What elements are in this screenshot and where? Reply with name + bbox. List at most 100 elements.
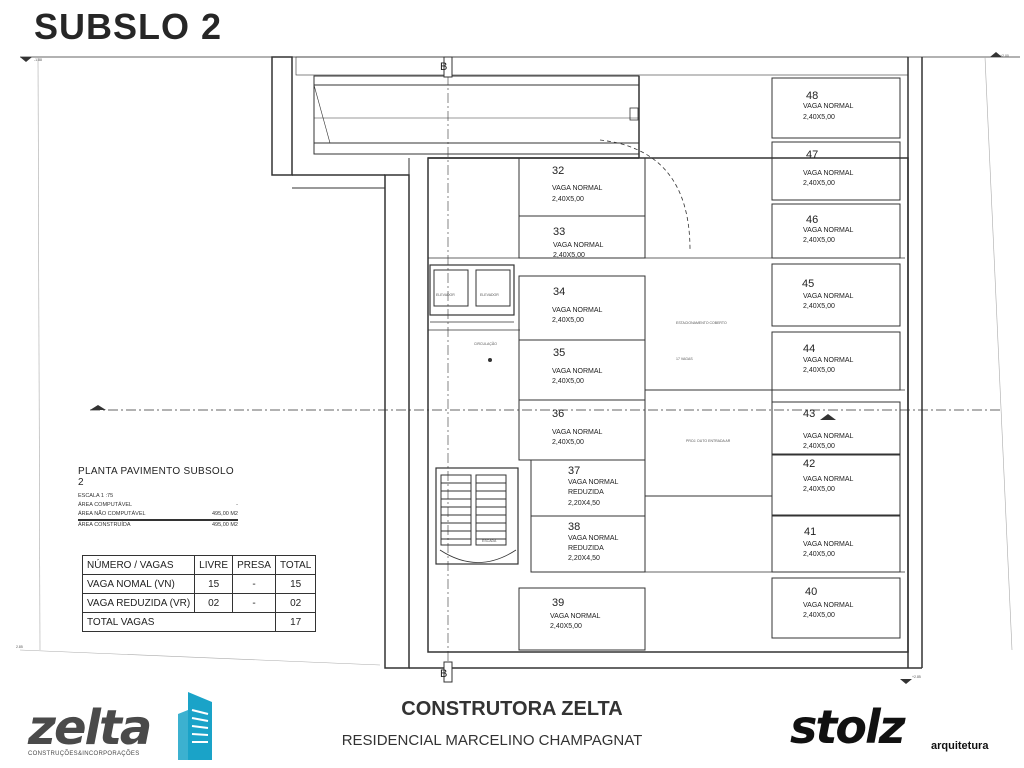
table-row: TOTAL VAGAS 17	[82, 612, 317, 632]
table-header-cell: TOTAL	[274, 555, 317, 575]
spot-40-type: VAGA NORMAL	[803, 602, 854, 609]
spot-47-type: VAGA NORMAL	[803, 170, 854, 177]
table-cell: 17	[274, 612, 317, 632]
plan-scale-row: ESCALA 1 :75	[78, 492, 238, 501]
spot-47-number: 47	[806, 149, 818, 161]
level-right: +2.00	[1000, 54, 1009, 58]
area-built-label: ÁREA CONSTRUÍDA	[78, 522, 131, 528]
spot-38-type: VAGA NORMAL	[568, 535, 619, 542]
spot-40-number: 40	[805, 586, 817, 598]
section-mark-top: B	[440, 61, 447, 73]
area-built-row: ÁREA CONSTRUÍDA 495,00 M2	[78, 520, 238, 530]
spot-32-type: VAGA NORMAL	[552, 185, 603, 192]
plan-title: PLANTA PAVIMENTO SUBSOLO 2	[78, 466, 234, 488]
section-mark-bottom: B	[440, 668, 447, 680]
table-cell: 02	[274, 593, 317, 613]
table-cell: -	[232, 593, 276, 613]
parking-note: ESTACIONAMENTO COBERTO	[676, 321, 727, 325]
spot-48-type: VAGA NORMAL	[803, 103, 854, 110]
plan-scale: ESCALA 1 :75	[78, 493, 114, 499]
level-bottom-right: +2.85	[912, 675, 921, 679]
spot-39-size: 2,40X5,00	[550, 623, 582, 630]
area-noncomputable-value: 495,00 M2	[212, 511, 238, 517]
table-row: VAGA REDUZIDA (VR) 02 - 02	[81, 593, 317, 613]
spot-33-number: 33	[553, 226, 565, 238]
circulation-label: CIRCULAÇÃO	[474, 341, 497, 346]
spot-44-type: VAGA NORMAL	[803, 357, 854, 364]
spot-42-type: VAGA NORMAL	[803, 476, 854, 483]
area-noncomputable-row: ÁREA NÃO COMPUTÁVEL 495,00 M2	[78, 510, 238, 520]
spot-37-type2: REDUZIDA	[568, 489, 604, 496]
spot-44-number: 44	[803, 343, 815, 355]
spot-34-size: 2,40X5,00	[552, 317, 584, 324]
spot-35-number: 35	[553, 347, 565, 359]
spot-43-type: VAGA NORMAL	[803, 433, 854, 440]
spot-45-number: 45	[802, 278, 814, 290]
company-name: CONSTRUTORA ZELTA	[401, 698, 623, 720]
spot-47-size: 2,40X5,00	[803, 180, 835, 187]
stolz-logo-subtitle: arquitetura	[931, 740, 989, 752]
elevator-label-2: ELEVADOR	[480, 293, 499, 297]
spot-43-size: 2,40X5,00	[803, 443, 835, 450]
spot-33-size: 2,40X5,00	[553, 252, 585, 259]
duct-label: PROJ. DUTO ENTRADA AR	[686, 439, 731, 443]
page-title: SUBSLO 2	[34, 6, 223, 47]
project-name: RESIDENCIAL MARCELINO CHAMPAGNAT	[341, 732, 643, 749]
spot-45-type: VAGA NORMAL	[803, 293, 854, 300]
spot-39-type: VAGA NORMAL	[550, 613, 601, 620]
spot-36-number: 36	[552, 408, 564, 420]
spot-35-size: 2,40X5,00	[552, 378, 584, 385]
table-row: VAGA NOMAL (VN) 15 - 15	[81, 574, 317, 594]
stairs-label: ESCADA	[482, 539, 497, 543]
floor-plan: B B -1.88 +2.00 2.85 +2.85 ELEVADOR ELEV…	[16, 52, 1020, 684]
spot-42-number: 42	[803, 458, 815, 470]
spot-41-number: 41	[804, 526, 816, 538]
spot-32-size: 2,40X5,00	[552, 196, 584, 203]
table-header-cell: LIVRE	[194, 555, 234, 575]
spot-42-size: 2,40X5,00	[803, 486, 835, 493]
spot-34-number: 34	[553, 286, 565, 298]
table-header-cell: NÚMERO / VAGAS	[81, 555, 196, 575]
zelta-logo-tagline: CONSTRUÇÕES&INCORPORAÇÕES	[28, 751, 140, 757]
table-cell: VAGA REDUZIDA (VR)	[81, 593, 196, 613]
zelta-logo-word: zelta	[28, 700, 152, 756]
table-cell: -	[232, 574, 276, 594]
spot-41-type: VAGA NORMAL	[803, 541, 854, 548]
table-cell: TOTAL VAGAS	[82, 612, 276, 632]
spot-33-type: VAGA NORMAL	[553, 242, 604, 249]
plan-info-block: PLANTA PAVIMENTO SUBSOLO 2 ESCALA 1 :75 …	[78, 466, 238, 530]
spot-39-number: 39	[552, 597, 564, 609]
spot-38-type2: REDUZIDA	[568, 545, 604, 552]
stolz-logo: stolz	[790, 700, 906, 754]
area-noncomputable-label: ÁREA NÃO COMPUTÁVEL	[78, 511, 146, 517]
spot-32-number: 32	[552, 165, 564, 177]
area-computable-value: -	[236, 502, 238, 508]
spot-48-number: 48	[806, 90, 818, 102]
table-header-row: NÚMERO / VAGAS LIVRE PRESA TOTAL	[81, 555, 317, 575]
table-cell: VAGA NOMAL (VN)	[81, 574, 196, 594]
spot-40-size: 2,40X5,00	[803, 612, 835, 619]
spot-41-size: 2,40X5,00	[803, 551, 835, 558]
spot-46-number: 46	[806, 214, 818, 226]
spot-36-size: 2,40X5,00	[552, 439, 584, 446]
table-cell: 15	[194, 574, 234, 594]
spot-43-number: 43	[803, 408, 815, 420]
spot-46-type: VAGA NORMAL	[803, 227, 854, 234]
footer: zelta CONSTRUÇÕES&INCORPORAÇÕES CONSTRUT…	[0, 686, 1024, 768]
spot-46-size: 2,40X5,00	[803, 237, 835, 244]
spot-37-size: 2,20X4,50	[568, 500, 600, 507]
spot-34-type: VAGA NORMAL	[552, 307, 603, 314]
area-computable-label: ÁREA COMPUTÁVEL	[78, 502, 133, 508]
spot-36-type: VAGA NORMAL	[552, 429, 603, 436]
spot-45-size: 2,40X5,00	[803, 303, 835, 310]
spot-37-number: 37	[568, 465, 580, 477]
vagas-note: 17 VAGAS	[676, 357, 693, 361]
table-cell: 15	[274, 574, 317, 594]
level-bottom-left: 2.85	[16, 645, 23, 649]
zelta-logo: zelta CONSTRUÇÕES&INCORPORAÇÕES	[28, 686, 218, 760]
level-left: -1.88	[34, 58, 42, 62]
table-header-cell: PRESA	[232, 555, 276, 575]
area-built-value: 495,00 M2	[212, 522, 238, 528]
elevator-label-1: ELEVADOR	[436, 293, 455, 297]
building-icon	[178, 692, 212, 760]
